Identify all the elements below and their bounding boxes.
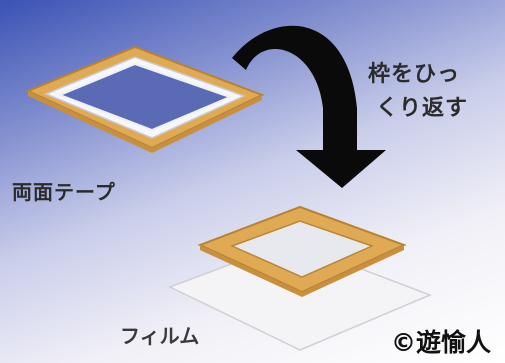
flip-frame-label: 枠をひっ くり返す xyxy=(368,58,468,126)
flip-label-line-1: 枠をひっ xyxy=(368,62,461,87)
curved-arrow-icon xyxy=(232,25,386,189)
film-label: フィルム xyxy=(120,324,200,348)
double-sided-tape-label: 両面テープ xyxy=(12,180,116,204)
flip-label-line-2: くり返す xyxy=(376,96,469,121)
frame-flipped xyxy=(197,205,407,297)
copyright-credit: ©遊愉人 xyxy=(390,328,491,357)
frame-with-tape xyxy=(25,45,265,153)
